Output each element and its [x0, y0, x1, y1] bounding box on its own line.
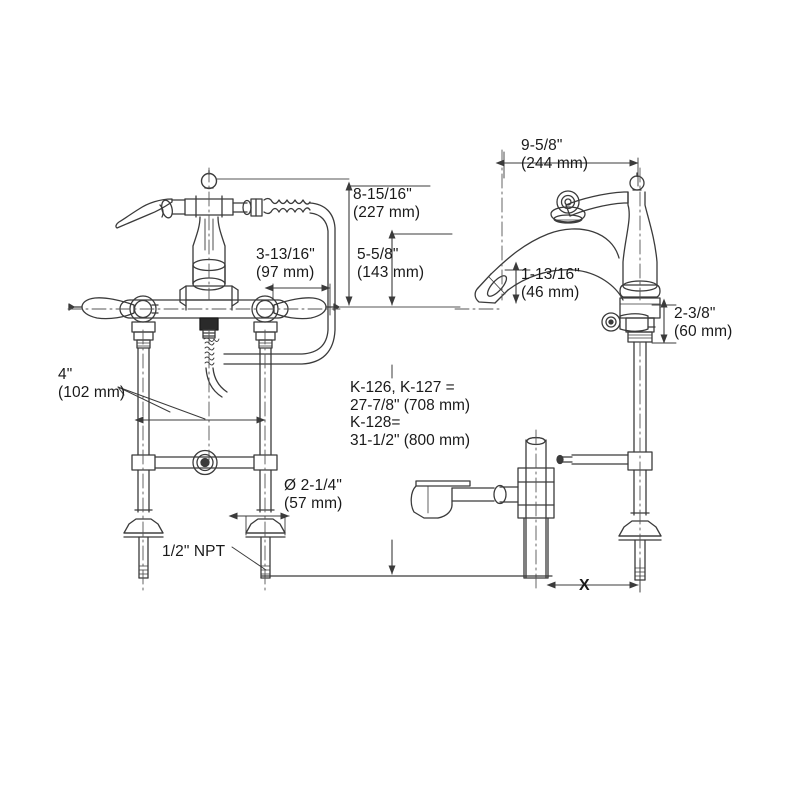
left-assembly-second-leg [245, 321, 286, 579]
left-faucet-assembly [68, 169, 340, 579]
cross-brace [154, 449, 255, 476]
dimension-label-shank-height: 2-3/8" (60 mm) [674, 305, 733, 340]
dimension-label-handle-spread: 3-13/16" (97 mm) [256, 246, 315, 281]
dimension-label-leg-spacing: 4" (102 mm) [58, 366, 126, 401]
dimension-label-aerator-height: 1-13/16" (46 mm) [521, 266, 580, 301]
dimension-label-overall-height: 8-15/16" (227 mm) [353, 186, 421, 221]
right-faucet-assembly [474, 172, 662, 581]
dimension-label-spout-reach: 9-5/8" (244 mm) [521, 137, 589, 172]
dimension-label-spout-height: 5-5/8" (143 mm) [357, 246, 425, 281]
callout-npt-thread: 1/2" NPT [162, 543, 226, 560]
dimension-label-escutcheon-diameter: Ø 2-1/4" (57 mm) [284, 477, 343, 512]
drain-trap-assembly [410, 436, 555, 579]
centerlines [67, 149, 641, 593]
leader-npt [231, 546, 267, 571]
model-variant-note: K-126, K-127 = 27-7/8" (708 mm) K-128= 3… [350, 379, 471, 449]
callout-x-dimension: X [579, 577, 590, 594]
dimension-lines [117, 151, 677, 593]
